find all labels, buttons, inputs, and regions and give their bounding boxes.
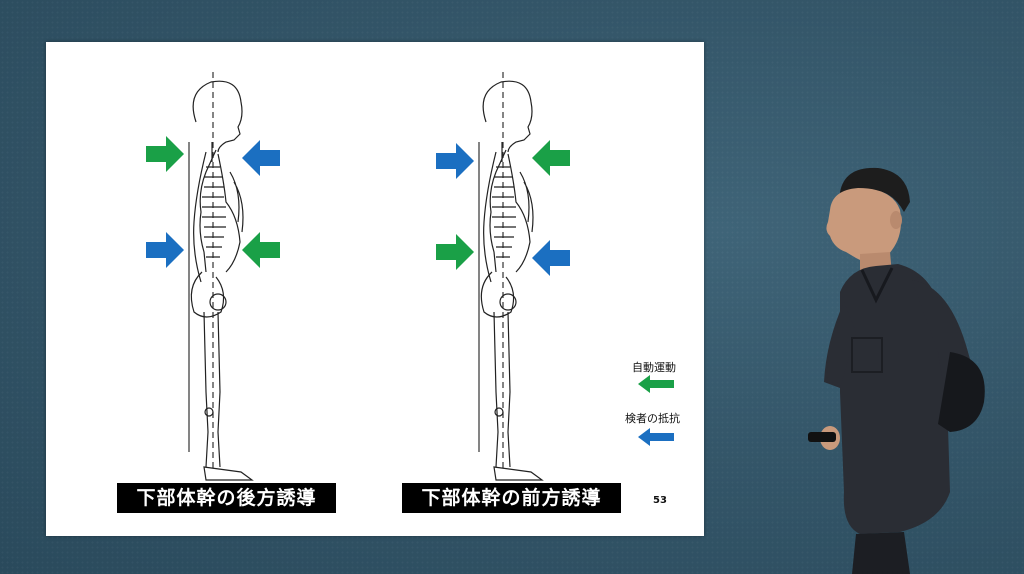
presentation-slide: 下部体幹の後方誘導 下部体幹の前方誘導 自動運動 検者の抵抗 53 xyxy=(46,42,704,536)
skeleton-figure-right xyxy=(478,72,544,481)
page-number: 53 xyxy=(653,495,667,506)
skeleton-figure-left xyxy=(188,72,254,481)
arrow-left-blue-icon xyxy=(638,428,674,446)
arrow-left-green-icon xyxy=(242,232,280,268)
caption-posterior-guidance: 下部体幹の後方誘導 xyxy=(117,483,336,513)
legend-active-label: 自動運動 xyxy=(632,361,676,374)
arrow-left-green-icon xyxy=(532,140,570,176)
presenter xyxy=(808,167,985,574)
arrow-right-green-icon xyxy=(146,136,184,172)
arrow-left-blue-icon xyxy=(242,140,280,176)
caption-anterior-guidance: 下部体幹の前方誘導 xyxy=(402,483,621,513)
arrow-right-green-icon xyxy=(436,234,474,270)
arrow-left-green-icon xyxy=(638,375,674,393)
arrow-right-blue-icon xyxy=(436,143,474,179)
arrow-left-blue-icon xyxy=(532,240,570,276)
legend-resistance-label: 検者の抵抗 xyxy=(625,412,680,425)
arrow-right-blue-icon xyxy=(146,232,184,268)
